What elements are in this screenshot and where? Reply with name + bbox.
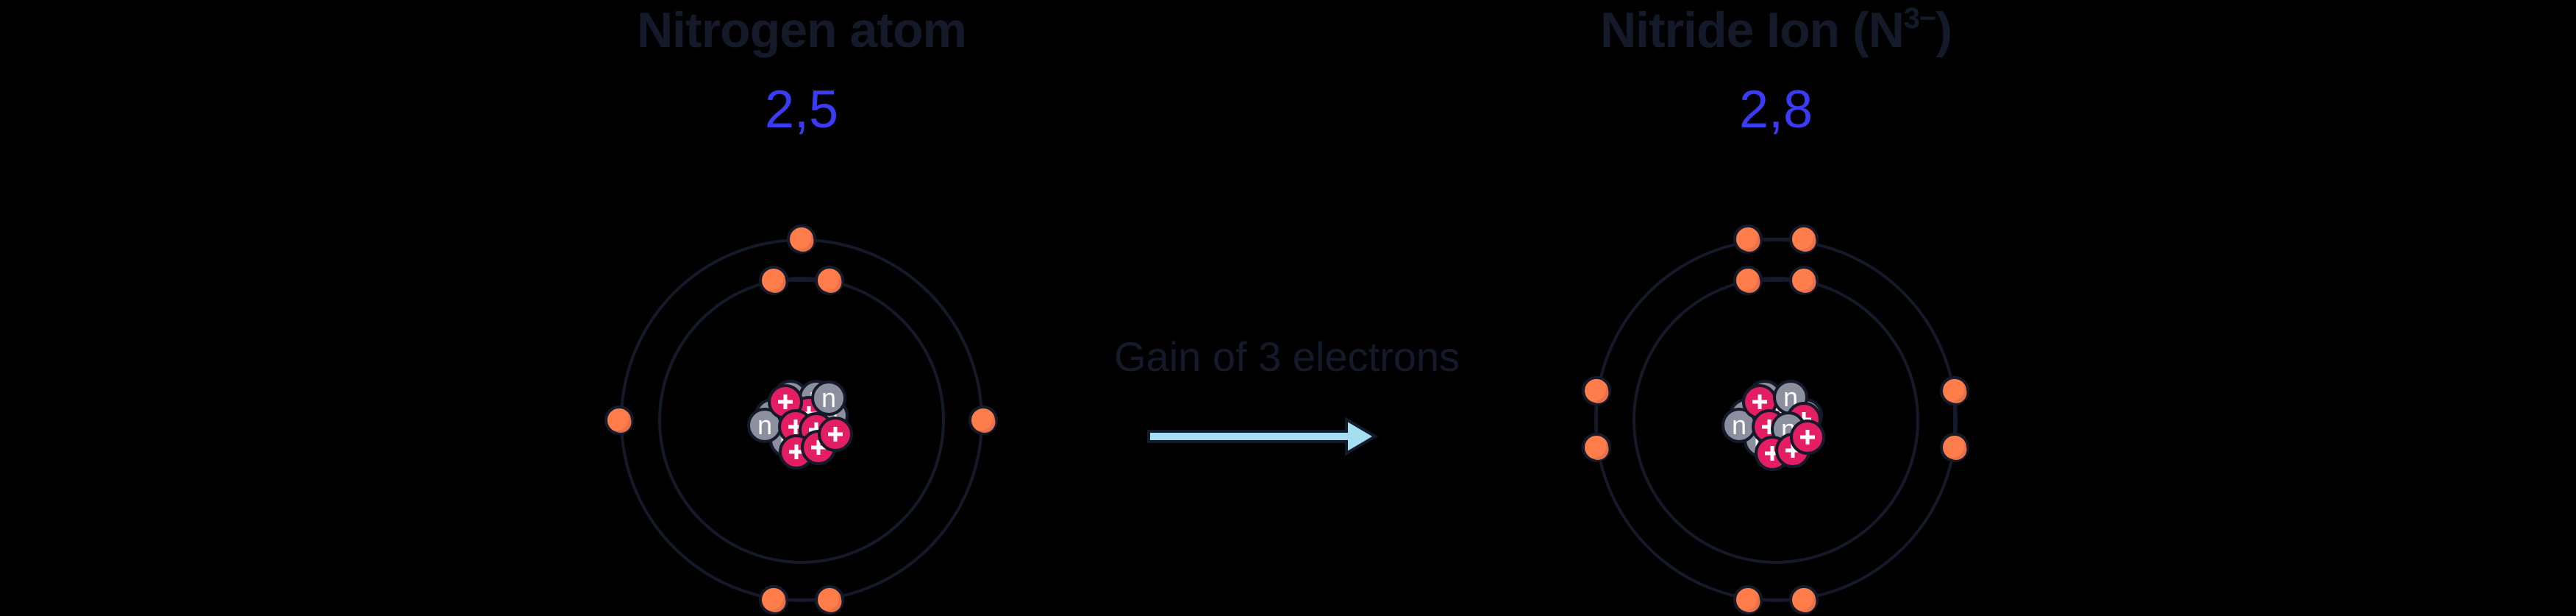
nitrogen-inner-shell — [658, 277, 945, 564]
nitride-charge-superscript: 3− — [1903, 2, 1937, 35]
nitrogen-atom-title: Nitrogen atom — [507, 1, 1096, 59]
nitride-inner-shell — [1633, 277, 1919, 564]
nitride-electron-configuration: 2,8 — [1738, 80, 1813, 139]
nitrogen-atom-title-text: Nitrogen atom — [637, 2, 967, 58]
nitride-ion-title: Nitride Ion (N3−) — [1482, 1, 2070, 59]
nitrogen-electron-configuration: 2,5 — [764, 80, 839, 139]
nitride-title-close-paren: ) — [1935, 2, 1952, 58]
nitride-ion-diagram — [1582, 224, 1969, 615]
right-arrow-icon — [1147, 417, 1378, 456]
nitride-nucleus — [1722, 380, 1824, 470]
nitrogen-atom-diagram — [604, 224, 998, 615]
transition-label: Gain of 3 electrons — [1113, 333, 1460, 380]
nitrogen-nucleus — [747, 380, 852, 468]
nitride-ion-title-text: Nitride Ion (N — [1599, 2, 1905, 58]
